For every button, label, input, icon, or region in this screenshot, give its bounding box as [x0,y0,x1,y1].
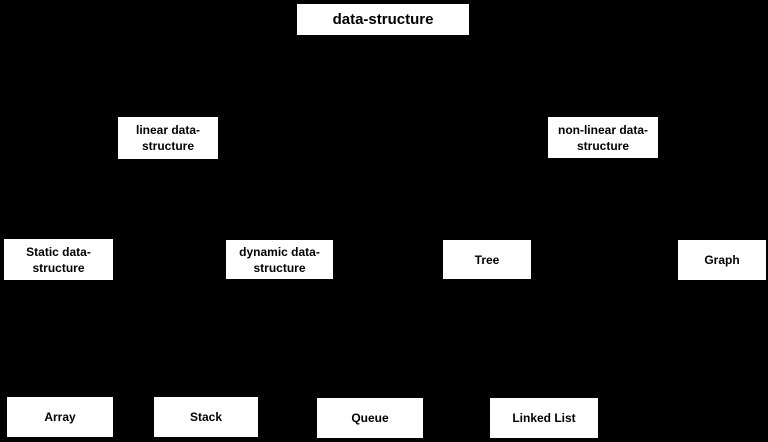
node-label: non-linear data-structure [557,122,648,153]
node-data-structure: data-structure [295,2,471,37]
node-stack: Stack [152,395,260,439]
node-label: Linked List [512,411,576,425]
node-label: data-structure [332,10,434,28]
node-label: Array [44,410,76,424]
node-static-data-structure: Static data-structure [2,237,115,282]
node-label: Static data-structure [26,244,91,275]
node-label: Stack [189,410,223,424]
node-label: Queue [351,411,389,425]
node-queue: Queue [315,396,425,440]
node-graph: Graph [676,238,768,282]
node-dynamic-data-structure: dynamic data-structure [224,238,335,281]
node-label: dynamic data-structure [239,244,320,275]
node-label: Graph [704,253,740,267]
node-tree: Tree [441,238,533,281]
node-non-linear-data-structure: non-linear data-structure [546,115,660,160]
node-array: Array [5,395,115,439]
node-linked-list: Linked List [488,396,600,440]
node-label: Tree [474,252,500,267]
node-linear-data-structure: linear data-structure [116,115,220,161]
node-label: linear data-structure [135,123,201,153]
